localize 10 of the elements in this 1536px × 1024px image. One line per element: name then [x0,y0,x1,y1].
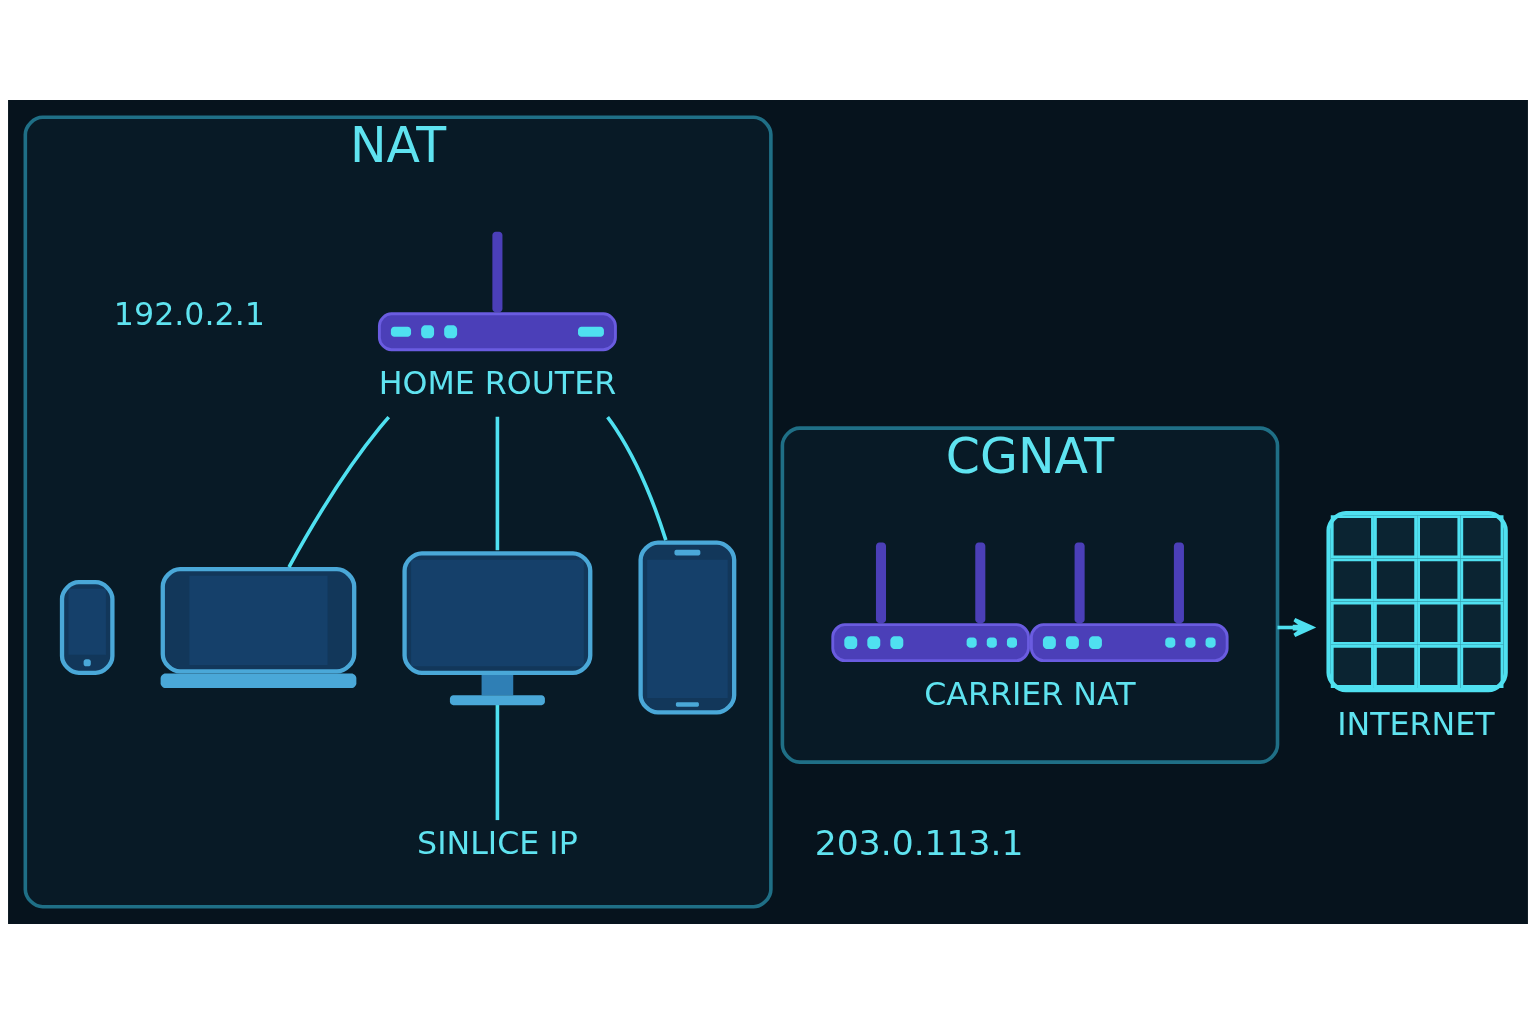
node-text: SINLICE IP [417,825,578,862]
node-label: 192.0.2.1 [113,295,265,332]
node-label: HOME ROUTER [378,364,617,401]
label: 203.0.113.1 [814,823,1024,864]
connector [287,415,391,568]
connector [495,416,500,551]
connector [495,705,500,821]
node-label: CARRIER NAT [924,675,1136,712]
node-label: INTERNET [1337,705,1495,742]
connector [606,416,668,541]
